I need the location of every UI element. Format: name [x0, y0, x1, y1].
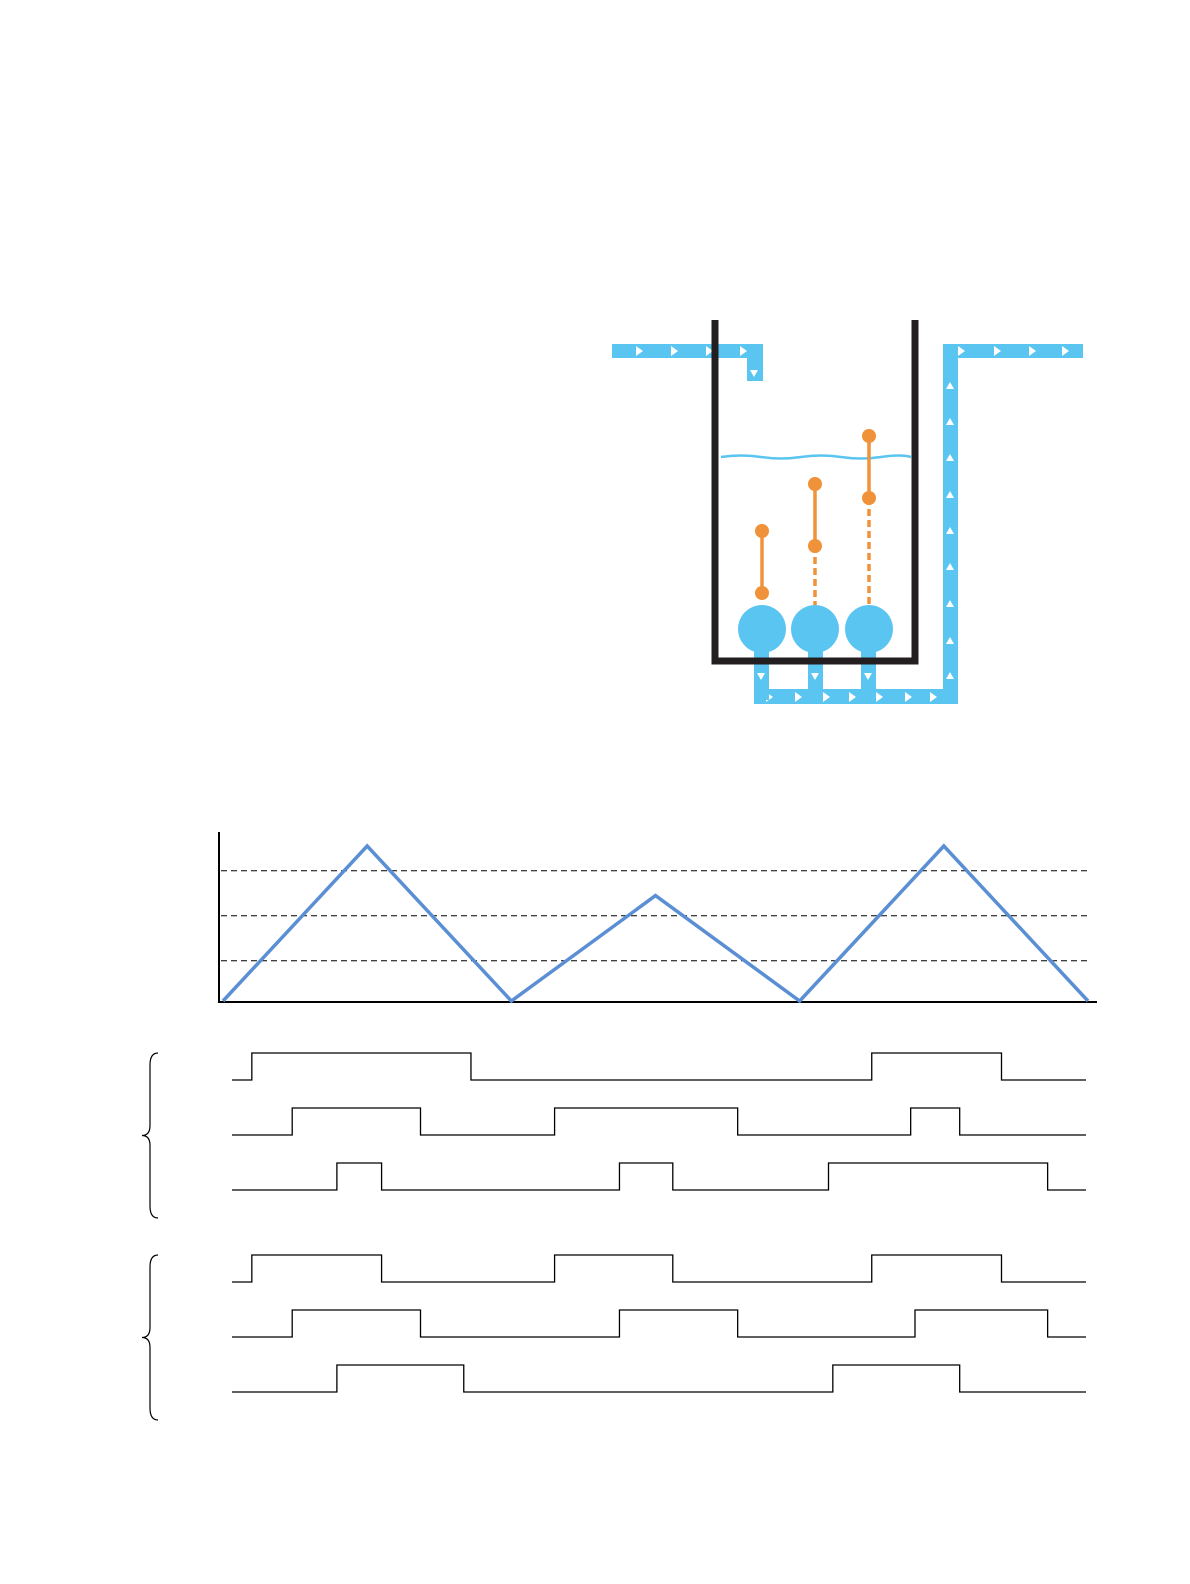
pump-icon	[845, 605, 893, 653]
tank-system	[612, 320, 1083, 704]
timing-group	[142, 1255, 1086, 1420]
group-brace	[142, 1255, 158, 1420]
float-switch-icon	[808, 477, 822, 605]
float-switch-icon	[755, 524, 769, 600]
group-brace	[142, 1053, 158, 1218]
level-series	[223, 846, 1088, 1001]
pump-icon	[738, 605, 786, 653]
float-switch-icon	[862, 429, 876, 605]
chart-axes	[219, 832, 1097, 1003]
timing-signal	[232, 1108, 1086, 1135]
timing-signal	[232, 1163, 1086, 1190]
inlet-pipe	[612, 344, 763, 381]
timing-signal	[232, 1255, 1086, 1282]
timing-signal	[232, 1053, 1086, 1080]
timing-diagrams	[142, 1053, 1086, 1420]
pumps	[738, 605, 893, 653]
timing-signal	[232, 1310, 1086, 1337]
water-surface-line	[721, 456, 911, 459]
threshold-lines	[221, 871, 1090, 961]
water-level-chart	[219, 832, 1097, 1003]
timing-signal	[232, 1365, 1086, 1392]
timing-group	[142, 1053, 1086, 1218]
pump-icon	[791, 605, 839, 653]
level-series-line	[223, 846, 1088, 1001]
